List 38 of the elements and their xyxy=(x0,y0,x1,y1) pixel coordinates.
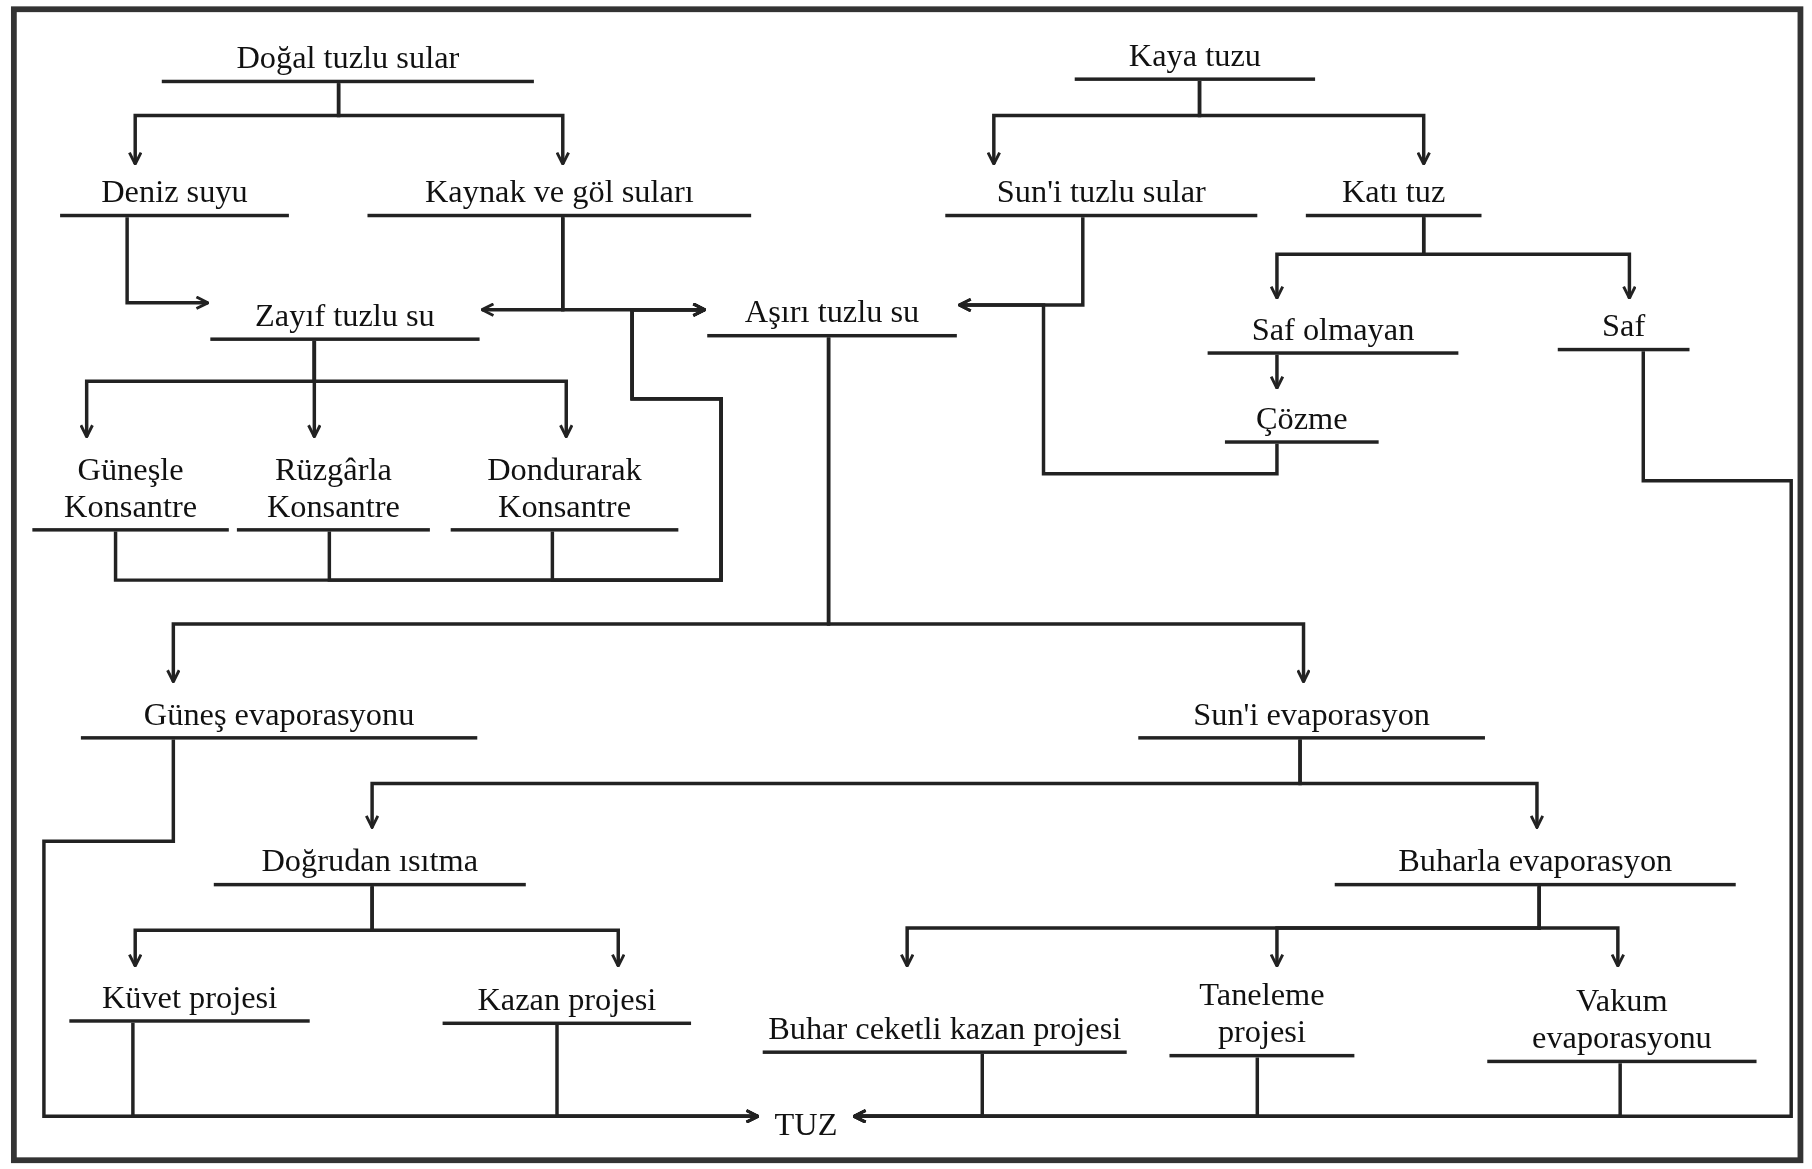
flow-arrow xyxy=(555,1025,760,1124)
flow-arrow xyxy=(1197,80,1431,166)
flow-arrow xyxy=(826,337,1311,684)
flow-arrow xyxy=(957,297,1279,476)
process-label: Saf olmayan xyxy=(1207,298,1459,355)
process-label: Taneleme projesi xyxy=(1169,966,1355,1058)
flow-arrow xyxy=(125,217,210,310)
flow-arrow xyxy=(1421,217,1637,300)
flow-arrow xyxy=(1298,739,1545,829)
process-label: Doğrudan ısıtma xyxy=(213,827,526,887)
process-label: Doğal tuzlu sular xyxy=(161,23,534,84)
process-label: Kaya tuzu xyxy=(1074,20,1316,81)
process-label: Deniz suyu xyxy=(60,164,289,218)
process-label: Güneş evaporasyonu xyxy=(80,681,478,740)
flow-arrow xyxy=(336,83,570,166)
flow-arrow xyxy=(550,302,723,582)
process-label: Güneşle Konsantre xyxy=(32,436,229,532)
process-label: Vakum evaporasyonu xyxy=(1487,966,1757,1064)
process-label: Sun'i tuzlu sular xyxy=(945,164,1258,218)
flow-arrow xyxy=(312,340,574,439)
flow-arrow xyxy=(852,1063,1622,1124)
process-label: Sun'i evaporasyon xyxy=(1138,681,1485,740)
process-label: Küvet projesi xyxy=(69,966,310,1023)
process-label: Katı tuz xyxy=(1305,164,1482,218)
process-label: Rüzgârla Konsantre xyxy=(236,436,430,532)
flow-arrow xyxy=(370,886,626,968)
process-label: Aşırı tuzlu su xyxy=(707,277,957,338)
process-label: Çözme xyxy=(1224,388,1379,444)
flow-arrow xyxy=(1537,886,1626,968)
flow-arrow xyxy=(1269,354,1285,390)
process-label: Buharla evaporasyon xyxy=(1334,827,1736,887)
process-label: Dondurarak Konsantre xyxy=(450,436,679,532)
process-label: Saf xyxy=(1557,298,1690,352)
process-label: Kaynak ve göl suları xyxy=(367,164,752,218)
process-label: Zayıf tuzlu su xyxy=(210,277,480,341)
output-label: TUZ xyxy=(760,1092,852,1147)
process-label: Kazan projesi xyxy=(442,966,692,1026)
process-label: Buhar ceketli kazan projesi xyxy=(762,966,1127,1054)
